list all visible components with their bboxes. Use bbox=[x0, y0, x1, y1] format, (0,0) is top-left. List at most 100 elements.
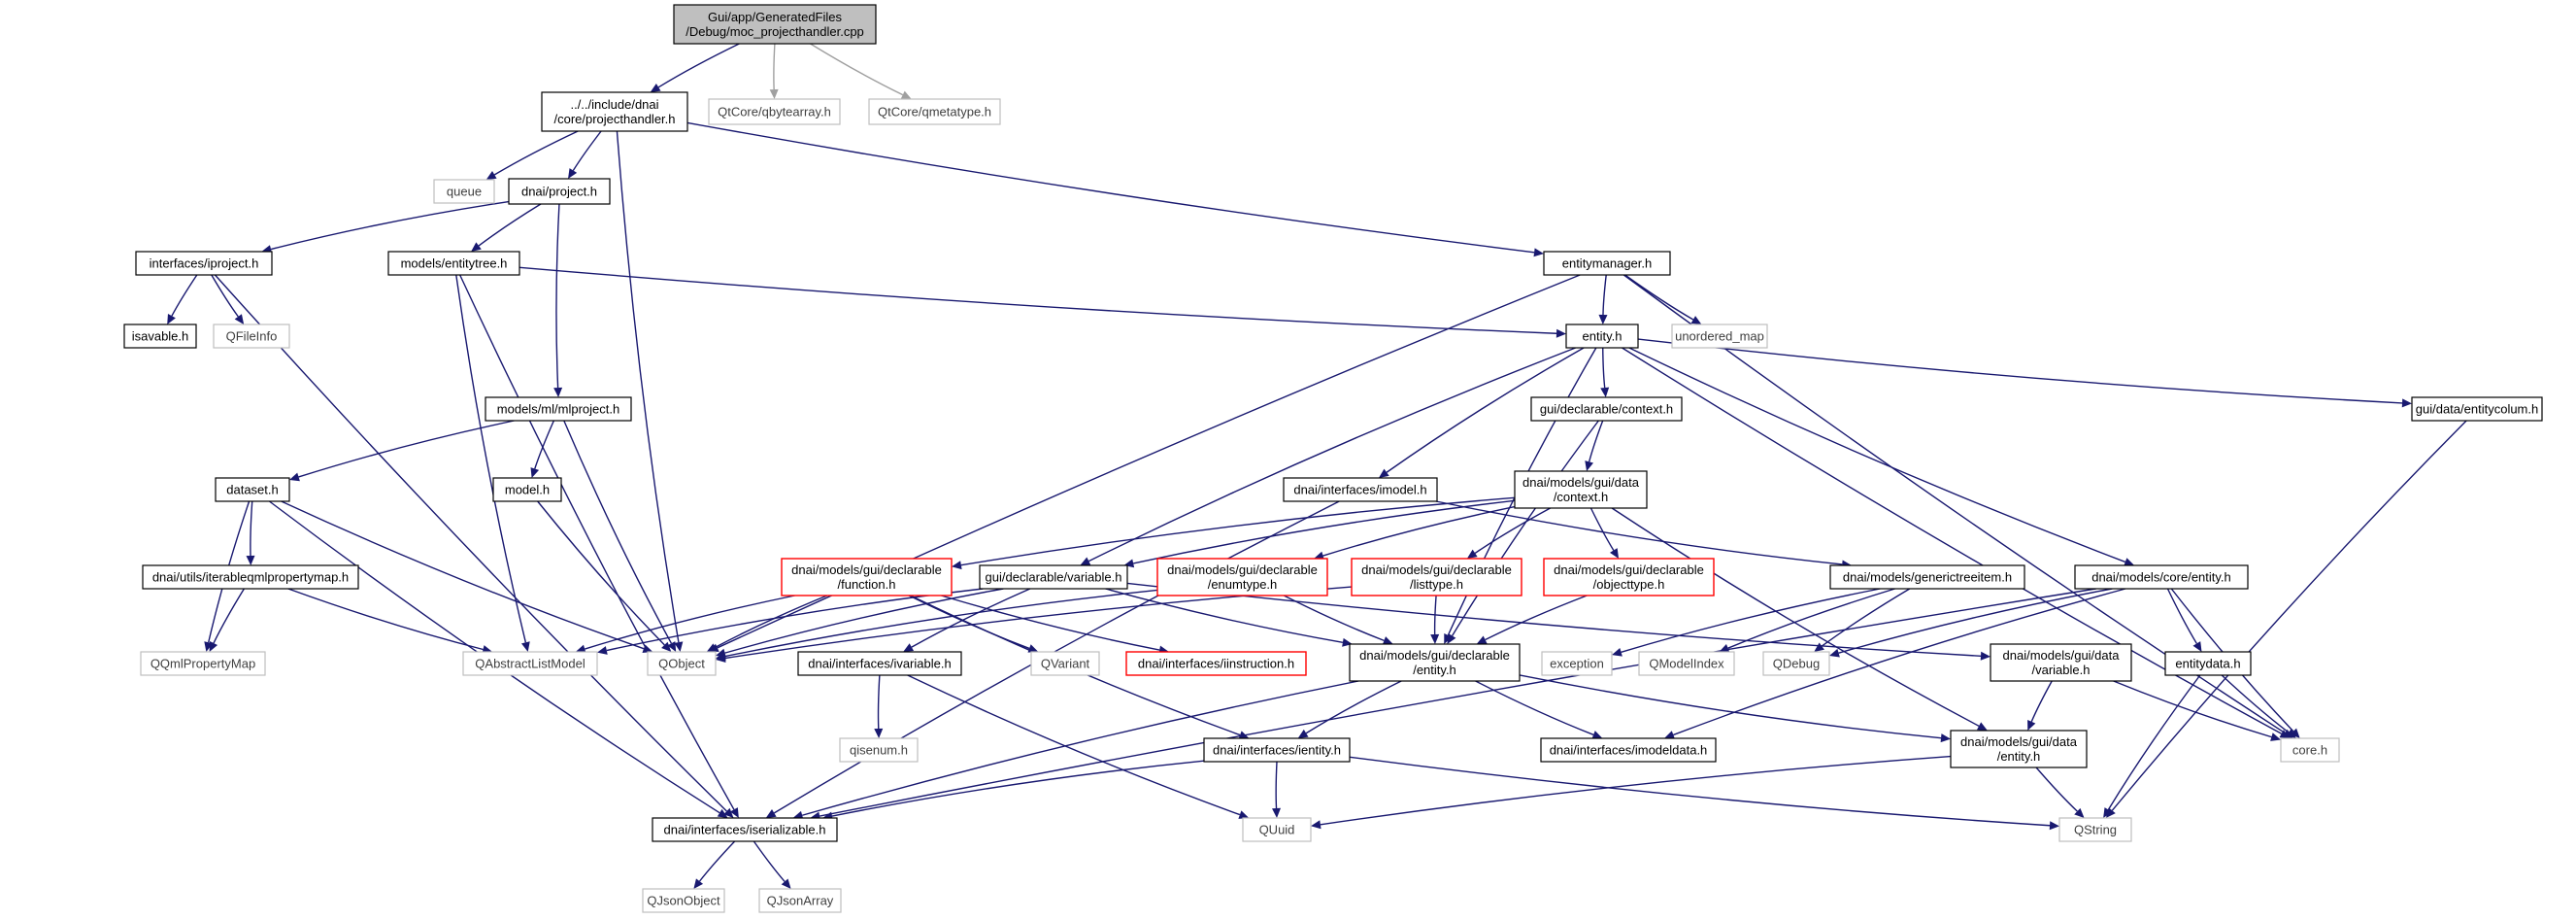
edge-declentity-to-ientity bbox=[1305, 680, 1402, 734]
edge-iproject-to-qfileinfo bbox=[211, 274, 239, 318]
node-box-qqmlpropertymap bbox=[140, 651, 266, 676]
node-box-iproject bbox=[135, 251, 273, 276]
edge-iterableqml-to-qabstractlistmodel bbox=[287, 588, 484, 651]
node-box-ivariable bbox=[797, 651, 962, 676]
arrowhead-coreentity-to-core bbox=[2290, 728, 2300, 738]
node-box-qabstractlistmodel bbox=[462, 651, 598, 676]
node-box-project bbox=[508, 178, 611, 205]
arrowhead-entity-to-entitycolum bbox=[2401, 398, 2412, 408]
node-variable[interactable]: gui/declarable/variable.h bbox=[979, 564, 1128, 590]
node-isavable[interactable]: isavable.h bbox=[123, 324, 197, 349]
node-dataset[interactable]: dataset.h bbox=[215, 477, 290, 502]
node-label-projecthandler-1: /core/projecthandler.h bbox=[553, 112, 675, 126]
node-entitytree[interactable]: models/entitytree.h bbox=[387, 251, 520, 276]
edge-objecttype-to-declentity bbox=[1485, 595, 1588, 641]
arrowhead-listtype-to-qobject bbox=[716, 654, 726, 663]
node-entitycolum[interactable]: gui/data/entitycolum.h bbox=[2411, 396, 2543, 422]
node-label-root-1: /Debug/moc_projecthandler.cpp bbox=[686, 24, 864, 39]
node-generictreeitem[interactable]: dnai/models/generictreeitem.h bbox=[1829, 564, 2025, 590]
node-label-objecttype-1: /objecttype.h bbox=[1593, 577, 1665, 592]
node-context[interactable]: gui/declarable/context.h bbox=[1530, 396, 1683, 422]
arrowhead-declentity-to-dataentity bbox=[1940, 733, 1951, 743]
arrowhead-mlproject-to-model bbox=[530, 467, 540, 478]
node-entity[interactable]: entity.h bbox=[1565, 324, 1639, 349]
node-box-qvariant bbox=[1030, 651, 1100, 676]
node-label-imodel-0: dnai/interfaces/imodel.h bbox=[1293, 483, 1426, 497]
node-enumtype[interactable]: dnai/models/gui/declarable/enumtype.h bbox=[1156, 558, 1328, 596]
arrowhead-model-to-qobject bbox=[661, 641, 672, 652]
edge-function-to-iinstruction bbox=[941, 595, 1160, 651]
edge-declentity-to-imodeldata bbox=[1475, 680, 1594, 735]
edge-coreentity-to-iserializable bbox=[820, 588, 2096, 817]
node-datavariable[interactable]: dnai/models/gui/data/variable.h bbox=[1990, 643, 2132, 682]
node-dataentity[interactable]: dnai/models/gui/data/entity.h bbox=[1950, 730, 2088, 768]
node-entitymanager[interactable]: entitymanager.h bbox=[1543, 251, 1671, 276]
node-qobject: QObject bbox=[647, 651, 717, 676]
node-box-root bbox=[673, 4, 877, 45]
node-entitydata[interactable]: entitydata.h bbox=[2164, 651, 2252, 676]
node-project[interactable]: dnai/project.h bbox=[508, 178, 611, 205]
edge-mlproject-to-qobject bbox=[563, 420, 673, 644]
arrowhead-variable-to-qabstractlistmodel bbox=[597, 646, 608, 655]
node-label-projecthandler-0: ../../include/dnai bbox=[570, 97, 658, 112]
arrowhead-coreentity-to-imodeldata bbox=[1664, 731, 1675, 739]
edge-ivariable-to-qisenum bbox=[877, 674, 881, 730]
node-ivariable[interactable]: dnai/interfaces/ivariable.h bbox=[797, 651, 962, 676]
edge-entitymanager-to-entity bbox=[1602, 274, 1607, 316]
node-function[interactable]: dnai/models/gui/declarable/function.h bbox=[781, 558, 953, 596]
edge-datacontext-to-enumtype bbox=[1322, 505, 1516, 557]
node-iproject[interactable]: interfaces/iproject.h bbox=[135, 251, 273, 276]
node-label-qmetatype-0: QtCore/qmetatype.h bbox=[878, 105, 991, 119]
edge-entitytree-to-iserializable bbox=[459, 274, 735, 810]
node-iterableqml[interactable]: dnai/utils/iterableqmlpropertymap.h bbox=[142, 564, 359, 590]
node-box-unordered_map bbox=[1671, 324, 1768, 349]
edge-entity-to-entitycolum bbox=[1637, 338, 2403, 404]
node-quuid: QUuid bbox=[1242, 817, 1312, 842]
node-label-unordered_map-0: unordered_map bbox=[1675, 329, 1764, 344]
edge-listtype-to-declentity bbox=[1433, 595, 1437, 635]
arrowhead-mlproject-to-dataset bbox=[289, 472, 300, 482]
node-label-listtype-1: /listtype.h bbox=[1410, 577, 1463, 592]
arrowhead-root-to-projecthandler bbox=[650, 83, 661, 92]
node-label-qisenum-0: qisenum.h bbox=[850, 743, 908, 758]
edge-generictreeitem-to-exception bbox=[1621, 588, 1881, 653]
node-coreentity[interactable]: dnai/models/core/entity.h bbox=[2074, 564, 2249, 590]
edge-entitymanager-to-unordered_map bbox=[1624, 274, 1694, 321]
node-label-datacontext-1: /context.h bbox=[1554, 490, 1608, 504]
node-label-iinstruction-0: dnai/interfaces/iinstruction.h bbox=[1138, 657, 1294, 671]
node-qbytearray: QtCore/qbytearray.h bbox=[708, 98, 841, 125]
node-listtype[interactable]: dnai/models/gui/declarable/listtype.h bbox=[1351, 558, 1522, 596]
edge-enumtype-to-declentity bbox=[1283, 595, 1385, 642]
node-label-objecttype-0: dnai/models/gui/declarable bbox=[1554, 562, 1704, 577]
node-projecthandler[interactable]: ../../include/dnai/core/projecthandler.h bbox=[541, 91, 688, 132]
node-imodel[interactable]: dnai/interfaces/imodel.h bbox=[1283, 477, 1438, 502]
edge-context-to-datacontext bbox=[1588, 420, 1604, 462]
node-iserializable[interactable]: dnai/interfaces/iserializable.h bbox=[652, 817, 838, 842]
edge-dataentity-to-quuid bbox=[1320, 755, 1952, 826]
edge-variable-to-ivariable bbox=[911, 588, 1031, 648]
node-model[interactable]: model.h bbox=[492, 477, 562, 502]
edge-datacontext-to-objecttype bbox=[1589, 507, 1615, 551]
node-declentity[interactable]: dnai/models/gui/declarable/entity.h bbox=[1349, 643, 1521, 682]
node-label-ientity-0: dnai/interfaces/ientity.h bbox=[1213, 743, 1341, 758]
node-iinstruction[interactable]: dnai/interfaces/iinstruction.h bbox=[1125, 651, 1307, 676]
node-unordered_map: unordered_map bbox=[1671, 324, 1768, 349]
edge-variable-to-qobject bbox=[724, 588, 1004, 654]
edge-datacontext-to-listtype bbox=[1474, 507, 1551, 554]
node-objecttype[interactable]: dnai/models/gui/declarable/objecttype.h bbox=[1543, 558, 1715, 596]
node-label-quuid-0: QUuid bbox=[1259, 823, 1295, 837]
node-label-project-0: dnai/project.h bbox=[521, 185, 597, 199]
node-label-exception-0: exception bbox=[1550, 657, 1604, 671]
node-box-model bbox=[492, 477, 562, 502]
node-imodeldata[interactable]: dnai/interfaces/imodeldata.h bbox=[1540, 737, 1717, 763]
node-datacontext[interactable]: dnai/models/gui/data/context.h bbox=[1514, 470, 1648, 509]
node-root[interactable]: Gui/app/GeneratedFiles/Debug/moc_project… bbox=[673, 4, 877, 45]
arrowhead-ivariable-to-quuid bbox=[1238, 810, 1250, 819]
node-qstring: QString bbox=[2058, 817, 2132, 842]
node-ientity[interactable]: dnai/interfaces/ientity.h bbox=[1203, 737, 1351, 763]
node-box-iterableqml bbox=[142, 564, 359, 590]
arrowhead-project-to-mlproject bbox=[553, 387, 563, 397]
node-mlproject[interactable]: models/ml/mlproject.h bbox=[485, 396, 632, 422]
node-qmodelindex: QModelIndex bbox=[1638, 651, 1735, 676]
edge-dataentity-to-qstring bbox=[2035, 767, 2078, 812]
